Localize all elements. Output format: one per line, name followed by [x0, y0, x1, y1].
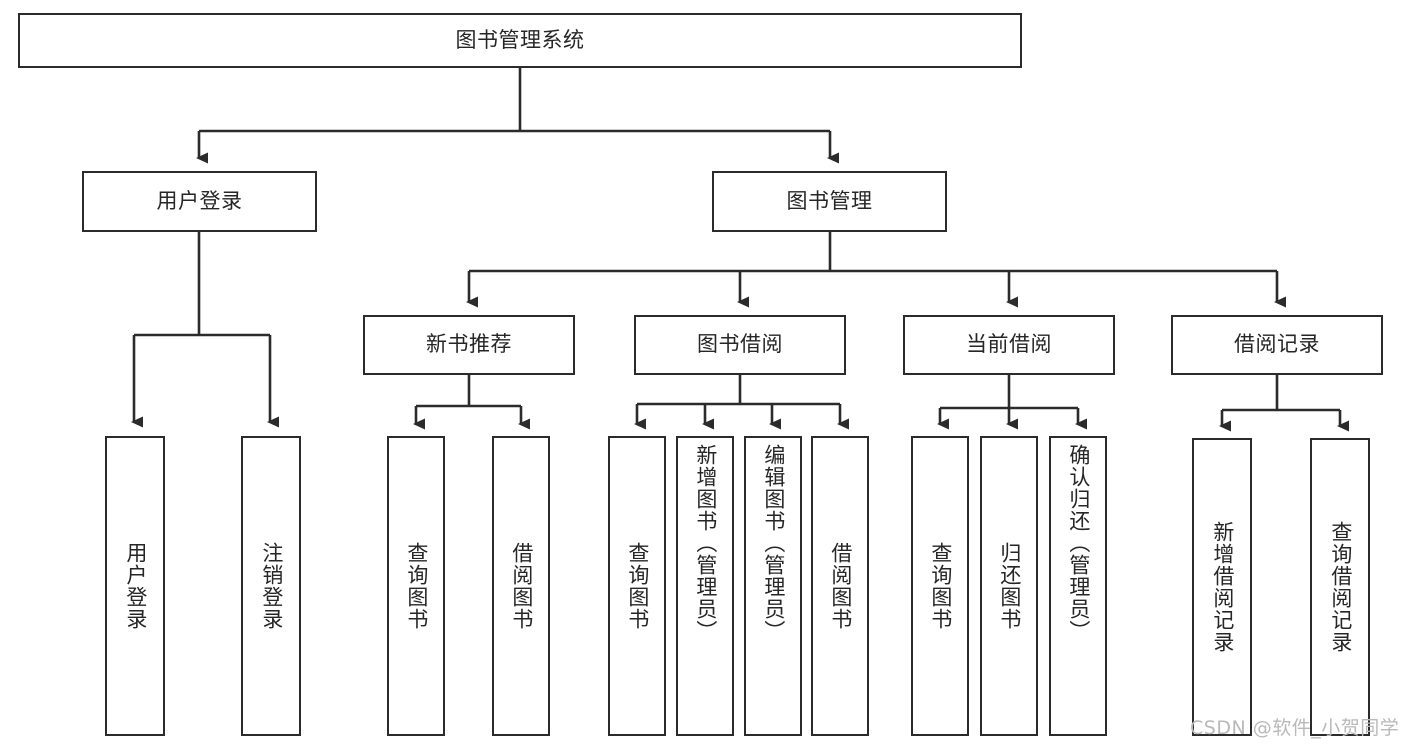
node-current-borrow-label: 当前借阅 — [966, 332, 1052, 357]
node-new-book-recommend-label: 新书推荐 — [426, 332, 512, 357]
node-leaf-label: 用户登录 — [123, 542, 148, 630]
node-user-login[interactable]: 用户登录 — [82, 171, 317, 232]
node-leaf-records-query[interactable]: 查询借阅记录 — [1310, 438, 1370, 736]
node-leaf-user-login-login[interactable]: 用户登录 — [105, 436, 165, 736]
node-leaf-current-return[interactable]: 归还图书 — [980, 436, 1038, 736]
node-leaf-label: 新增图书（管理员） — [693, 444, 718, 642]
node-leaf-current-confirm-return[interactable]: 确认归还（管理员） — [1049, 436, 1107, 736]
node-book-borrow-label: 图书借阅 — [697, 332, 783, 357]
node-leaf-label: 确认归还（管理员） — [1066, 444, 1091, 642]
node-book-manage-label: 图书管理 — [786, 188, 873, 213]
node-leaf-label: 借阅图书 — [509, 542, 534, 630]
node-leaf-newbook-borrow[interactable]: 借阅图书 — [492, 436, 550, 736]
node-book-manage[interactable]: 图书管理 — [712, 171, 947, 232]
node-leaf-borrow-lend[interactable]: 借阅图书 — [811, 436, 869, 736]
node-leaf-label: 查询图书 — [404, 542, 429, 630]
node-leaf-label: 查询图书 — [928, 542, 953, 630]
node-borrow-records[interactable]: 借阅记录 — [1171, 315, 1383, 375]
watermark: CSDN @软件_小贺同学 — [1190, 717, 1400, 739]
node-leaf-label: 新增借阅记录 — [1210, 521, 1235, 653]
node-current-borrow[interactable]: 当前借阅 — [903, 315, 1115, 375]
node-leaf-borrow-query[interactable]: 查询图书 — [608, 436, 666, 736]
node-leaf-label: 注销登录 — [259, 542, 284, 630]
node-leaf-borrow-add[interactable]: 新增图书（管理员） — [676, 436, 734, 736]
node-leaf-label: 归还图书 — [997, 542, 1022, 630]
node-leaf-borrow-edit[interactable]: 编辑图书（管理员） — [744, 436, 802, 736]
node-leaf-label: 编辑图书（管理员） — [761, 444, 786, 642]
node-book-borrow[interactable]: 图书借阅 — [634, 315, 846, 375]
node-root-label: 图书管理系统 — [455, 27, 585, 52]
node-leaf-newbook-query[interactable]: 查询图书 — [387, 436, 445, 736]
node-new-book-recommend[interactable]: 新书推荐 — [363, 315, 575, 375]
node-leaf-label: 借阅图书 — [828, 542, 853, 630]
node-leaf-current-query[interactable]: 查询图书 — [911, 436, 969, 736]
node-borrow-records-label: 借阅记录 — [1234, 332, 1320, 357]
node-user-login-label: 用户登录 — [156, 188, 243, 213]
node-leaf-label: 查询借阅记录 — [1328, 521, 1353, 653]
node-leaf-records-add[interactable]: 新增借阅记录 — [1192, 438, 1252, 736]
node-leaf-label: 查询图书 — [625, 542, 650, 630]
node-leaf-user-login-logout[interactable]: 注销登录 — [241, 436, 301, 736]
node-root[interactable]: 图书管理系统 — [18, 13, 1022, 68]
